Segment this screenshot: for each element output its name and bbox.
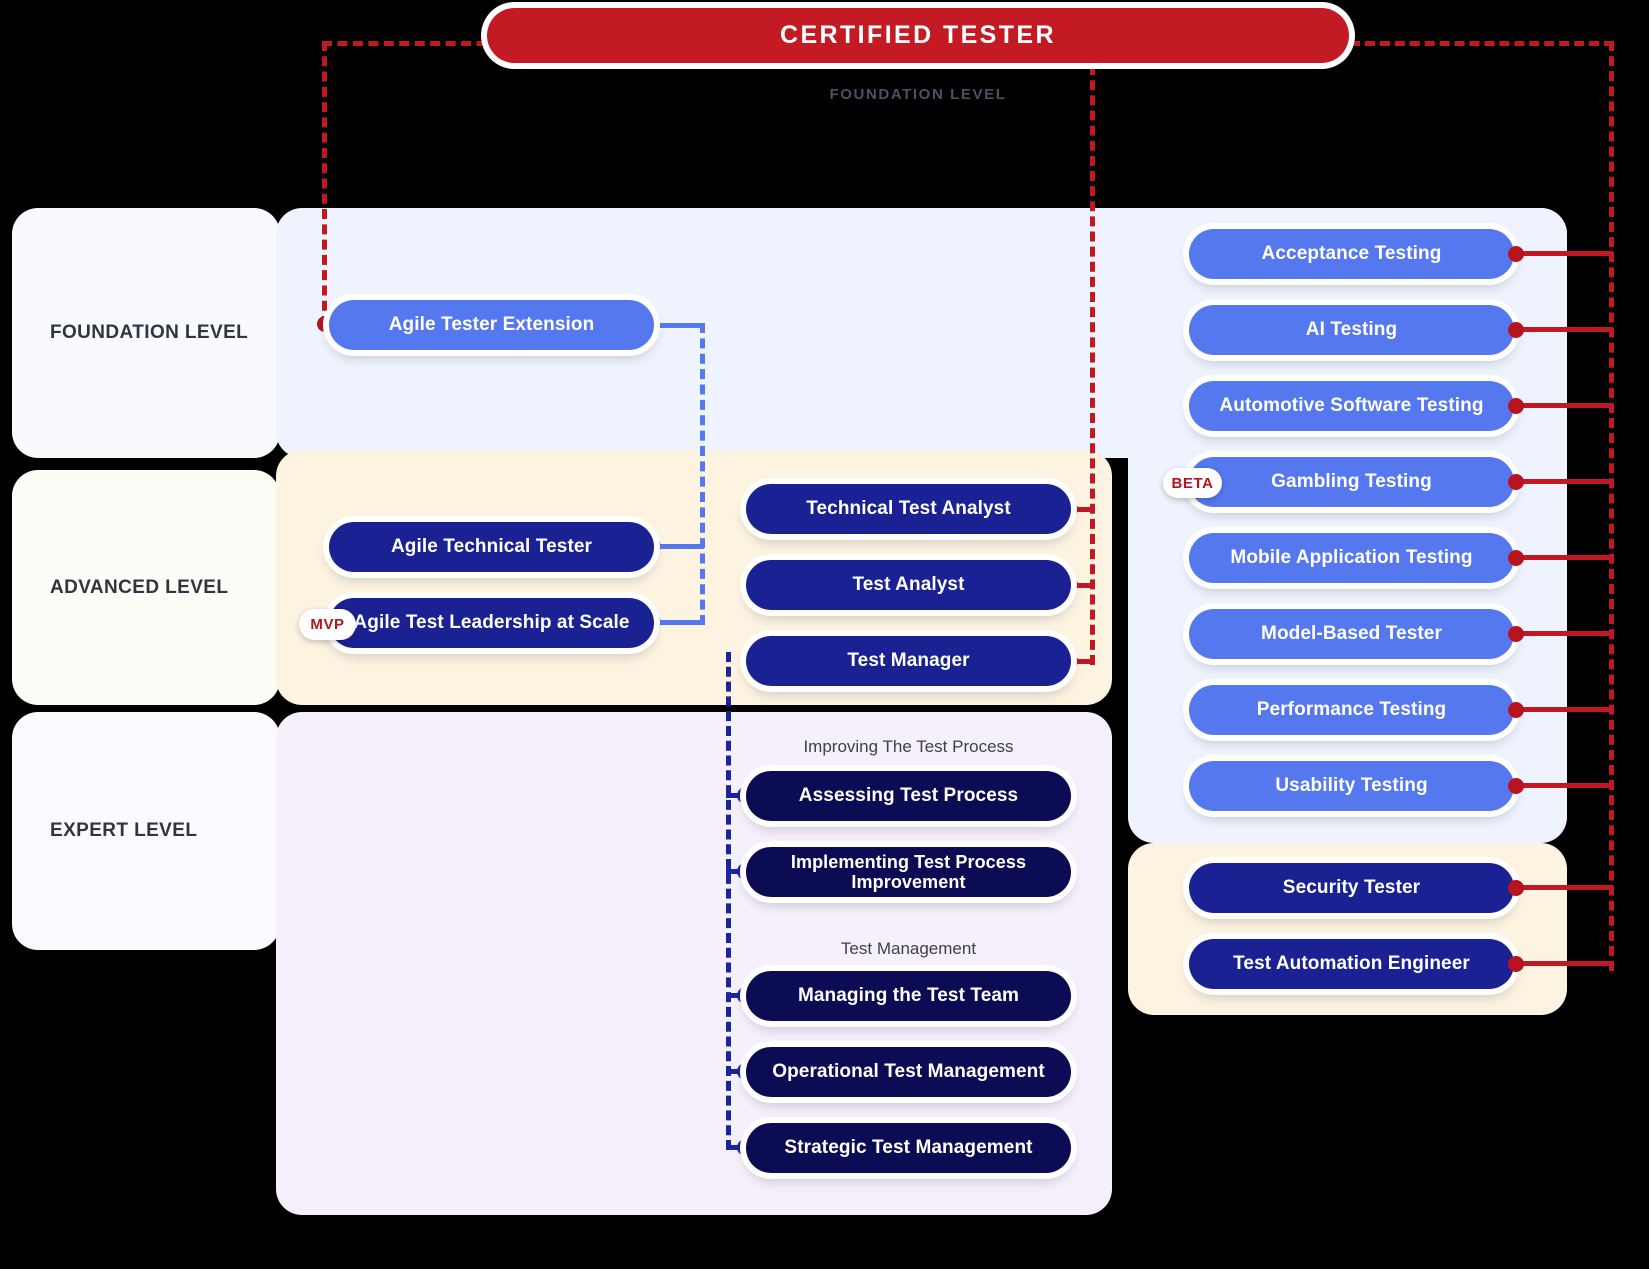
cert-assessing-test-process[interactable]: Assessing Test Process xyxy=(746,771,1071,821)
lblue-stub-agile-technical-tester xyxy=(656,544,704,549)
specialist-foundation-panel xyxy=(1128,208,1567,843)
red-connector-dot-usability-testing xyxy=(1508,778,1524,794)
red-line-left-horizontal xyxy=(322,41,502,46)
cert-implementing-test-process-improvement[interactable]: Implementing Test Process Improvement xyxy=(746,847,1071,897)
cert-label: Automotive Software Testing xyxy=(1219,395,1484,417)
advanced-level-label: ADVANCED LEVEL xyxy=(50,576,229,598)
foundation-level-label-wrap: FOUNDATION LEVEL xyxy=(50,208,280,458)
red-stub-automotive-software-testing xyxy=(1513,403,1613,408)
cert-label: Test Manager xyxy=(847,650,970,672)
cert-managing-the-test-team[interactable]: Managing the Test Team xyxy=(746,971,1071,1021)
cert-label: Performance Testing xyxy=(1256,699,1447,721)
red-connector-dot-performance-testing xyxy=(1508,702,1524,718)
red-stub-acceptance-testing xyxy=(1513,251,1613,256)
cert-label: Managing the Test Team xyxy=(797,985,1020,1007)
red-connector-dot-mobile-application-testing xyxy=(1508,550,1524,566)
cert-label: Operational Test Management xyxy=(772,1061,1045,1083)
cert-label: Usability Testing xyxy=(1275,775,1428,797)
cert-label: Agile Tester Extension xyxy=(388,314,595,336)
cert-agile-tester-extension[interactable]: Agile Tester Extension xyxy=(329,300,654,350)
cert-security-tester[interactable]: Security Tester xyxy=(1189,863,1514,913)
advanced-label-panel xyxy=(12,470,280,705)
red-connector-dot-gambling-testing xyxy=(1508,474,1524,490)
cert-operational-test-management[interactable]: Operational Test Management xyxy=(746,1047,1071,1097)
dblue-line-vertical xyxy=(726,652,731,1150)
cert-label: Mobile Application Testing xyxy=(1230,547,1473,569)
certified-tester-title: CERTIFIED TESTER xyxy=(487,8,1349,63)
certified-tester-title-text: CERTIFIED TESTER xyxy=(780,21,1056,49)
cert-label: Agile Test Leadership at Scale xyxy=(353,612,630,634)
foundation-level-label: FOUNDATION LEVEL xyxy=(50,322,249,343)
badge-label: BETA xyxy=(1171,474,1214,492)
lblue-stub-agile-tester-extension xyxy=(652,323,704,328)
red-stub-ai-testing xyxy=(1513,327,1613,332)
red-connector-dot-ai-testing xyxy=(1508,322,1524,338)
cert-label: Gambling Testing xyxy=(1271,471,1432,493)
cert-test-analyst[interactable]: Test Analyst xyxy=(746,560,1071,610)
red-connector-dot-model-based-tester xyxy=(1508,626,1524,642)
cert-label: Security Tester xyxy=(1282,877,1421,899)
red-line-right-vertical xyxy=(1609,41,1614,971)
red-stub-mobile-application-testing xyxy=(1513,555,1613,560)
red-stub-technical-test-analyst xyxy=(1070,507,1094,512)
expert-label-panel xyxy=(12,712,280,950)
lblue-line-vertical xyxy=(700,323,705,625)
badge-beta: BETA xyxy=(1163,468,1222,498)
cert-label: Implementing Test Process Improvement xyxy=(790,851,1027,892)
cert-test-automation-engineer[interactable]: Test Automation Engineer xyxy=(1189,939,1514,989)
cert-mobile-application-testing[interactable]: Mobile Application Testing xyxy=(1189,533,1514,583)
cert-label: Strategic Test Management xyxy=(784,1137,1033,1159)
red-line-left-vertical xyxy=(322,41,327,326)
red-stub-test-analyst xyxy=(1070,583,1094,588)
cert-usability-testing[interactable]: Usability Testing xyxy=(1189,761,1514,811)
red-stub-performance-testing xyxy=(1513,707,1613,712)
cert-gambling-testing[interactable]: Gambling Testing xyxy=(1189,457,1514,507)
red-connector-dot-automotive-software-testing xyxy=(1508,398,1524,414)
page-subtitle: FOUNDATION LEVEL xyxy=(829,86,1007,103)
expert-level-label-wrap: EXPERT LEVEL xyxy=(50,712,280,950)
cert-label: Test Automation Engineer xyxy=(1233,953,1470,975)
red-line-center-vertical xyxy=(1090,50,1095,665)
red-stub-security-tester xyxy=(1513,885,1613,890)
advanced-level-label-wrap: ADVANCED LEVEL xyxy=(50,470,280,705)
cert-ai-testing[interactable]: AI Testing xyxy=(1189,305,1514,355)
cert-agile-test-leadership-at-scale[interactable]: Agile Test Leadership at Scale xyxy=(329,598,654,648)
cert-label: Test Analyst xyxy=(852,574,965,596)
red-stub-test-automation-engineer xyxy=(1513,961,1613,966)
cert-label: AI Testing xyxy=(1305,319,1398,341)
red-connector-dot-acceptance-testing xyxy=(1508,246,1524,262)
cert-acceptance-testing[interactable]: Acceptance Testing xyxy=(1189,229,1514,279)
red-stub-gambling-testing xyxy=(1513,479,1613,484)
cert-label: Agile Technical Tester xyxy=(390,536,593,558)
cert-performance-testing[interactable]: Performance Testing xyxy=(1189,685,1514,735)
cert-automotive-software-testing[interactable]: Automotive Software Testing xyxy=(1189,381,1514,431)
cert-label: Model-Based Tester xyxy=(1261,623,1442,645)
cert-label: Technical Test Analyst xyxy=(806,498,1011,520)
foundation-label-panel xyxy=(12,208,280,458)
red-line-right-horizontal xyxy=(1350,41,1614,46)
red-stub-model-based-tester xyxy=(1513,631,1613,636)
cert-label: Acceptance Testing xyxy=(1261,243,1442,265)
red-stub-test-manager xyxy=(1070,659,1094,664)
red-connector-dot-test-automation-engineer xyxy=(1508,956,1524,972)
cert-strategic-test-management[interactable]: Strategic Test Management xyxy=(746,1123,1071,1173)
expert-group-caption-test-management: Test Management xyxy=(840,939,977,958)
cert-model-based-tester[interactable]: Model-Based Tester xyxy=(1189,609,1514,659)
cert-test-manager[interactable]: Test Manager xyxy=(746,636,1071,686)
badge-mvp: MVP xyxy=(299,609,356,640)
cert-label: Assessing Test Process xyxy=(798,785,1019,807)
cert-agile-technical-tester[interactable]: Agile Technical Tester xyxy=(329,522,654,572)
cert-technical-test-analyst[interactable]: Technical Test Analyst xyxy=(746,484,1071,534)
expert-level-label: EXPERT LEVEL xyxy=(50,820,198,841)
expert-group-caption-improving-the-test-process: Improving The Test Process xyxy=(803,737,1014,756)
lblue-stub-agile-test-leadership xyxy=(656,620,704,625)
red-connector-dot-security-tester xyxy=(1508,880,1524,896)
red-stub-usability-testing xyxy=(1513,783,1613,788)
badge-label: MVP xyxy=(310,616,345,633)
